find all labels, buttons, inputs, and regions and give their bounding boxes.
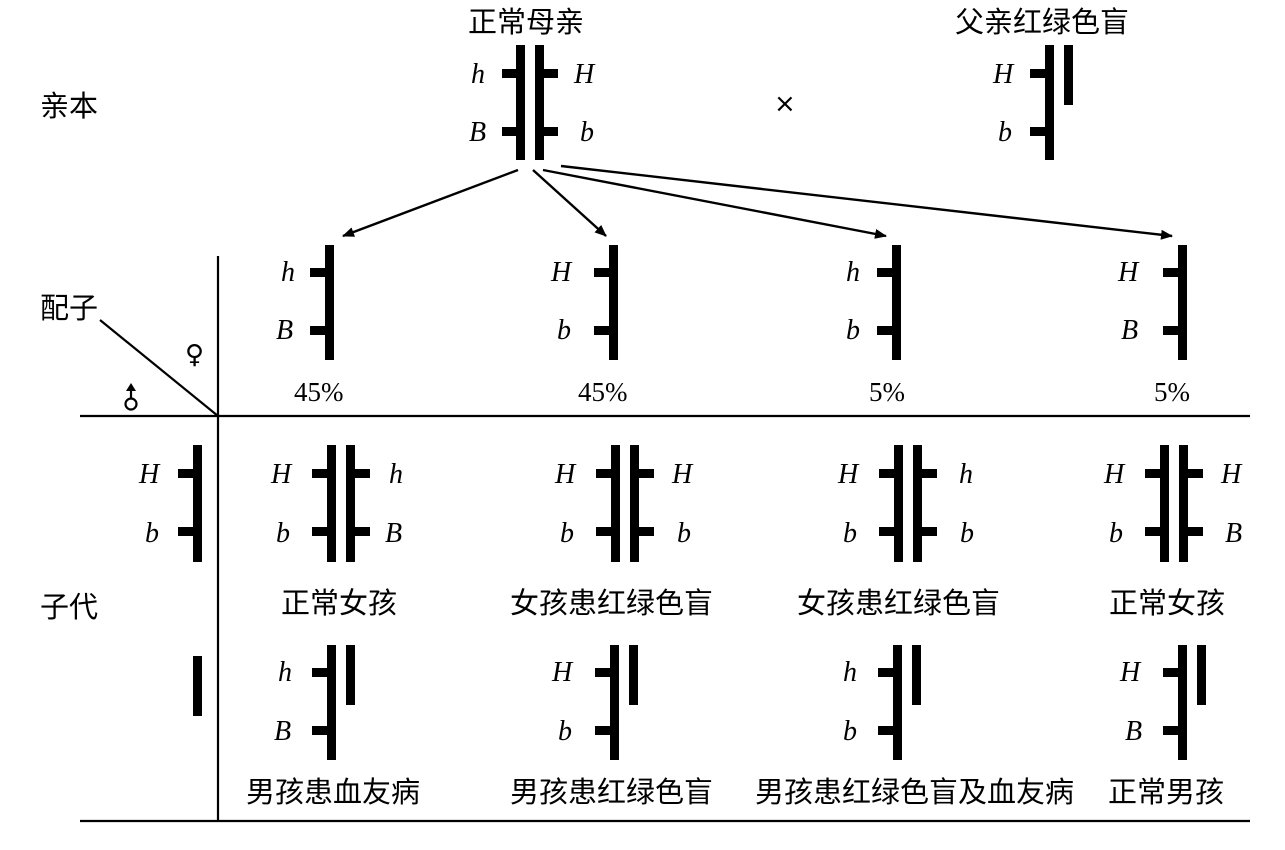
arrow-to-gamete-1	[342, 168, 519, 238]
mother-group: 正常母亲 h B H b	[468, 5, 596, 160]
father-gene-1: H	[992, 59, 1015, 90]
son-3: h b 男孩患红绿色盲及血友病	[755, 645, 1074, 809]
father-x-chromosome	[1030, 45, 1054, 160]
gamete-3-percent: 5%	[869, 377, 905, 407]
daughter-2-left-gene-2: b	[560, 518, 574, 549]
gamete-1: h B 45%	[276, 245, 344, 407]
mother-chromosome-right	[535, 45, 558, 160]
daughter-2-left-gene-1: H	[554, 459, 577, 490]
row-label-offspring: 子代	[40, 590, 98, 624]
gamete-4-gene-2: B	[1121, 315, 1138, 346]
daughter-4-left-gene-1: H	[1103, 459, 1126, 490]
daughter-3-right-gene-1: h	[959, 459, 973, 490]
gamete-2-gene-1: H	[550, 257, 573, 288]
son-4: H B 正常男孩	[1108, 645, 1224, 809]
mother-gene-left-1: h	[471, 59, 485, 90]
son-3-label: 男孩患红绿色盲及血友病	[755, 775, 1074, 809]
father-y-chromosome	[1064, 45, 1073, 105]
son-2-gene-1: H	[551, 657, 574, 688]
gamete-4: H B 5%	[1117, 245, 1190, 407]
daughter-2-right-gene-2: b	[677, 518, 691, 549]
mother-title: 正常母亲	[468, 5, 584, 39]
arrow-to-gamete-3	[542, 168, 887, 239]
son-1-gene-1: h	[278, 657, 292, 688]
gamete-3-gene-2: b	[846, 315, 860, 346]
gamete-1-gene-1: h	[281, 257, 295, 288]
gamete-1-gene-2: B	[276, 315, 293, 346]
son-2: H b 男孩患红绿色盲	[510, 645, 713, 809]
male-gamete-gene-2: b	[145, 518, 159, 549]
cross-symbol: ×	[774, 89, 796, 119]
son-2-gene-2: b	[558, 716, 572, 747]
daughter-1-right-gene-2: B	[385, 518, 402, 549]
male-gamete-y	[193, 656, 202, 716]
gamete-2-percent: 45%	[578, 377, 628, 407]
gamete-1-percent: 45%	[294, 377, 344, 407]
daughter-2-right-gene-1: H	[671, 459, 694, 490]
father-title: 父亲红绿色盲	[955, 5, 1129, 39]
male-gamete-gene-1: H	[138, 459, 161, 490]
daughter-3: H b h b 女孩患红绿色盲	[797, 445, 1000, 620]
daughter-1-left-gene-2: b	[276, 518, 290, 549]
father-gene-2: b	[998, 117, 1012, 148]
gamete-2: H b 45%	[550, 245, 628, 407]
male-gamete-x: H b	[138, 445, 202, 562]
corner-diagonal-line	[99, 319, 219, 417]
mother-gene-left-2: B	[469, 117, 486, 148]
female-symbol-icon: ♀	[185, 340, 204, 370]
daughter-4: H b H B 正常女孩	[1103, 445, 1243, 620]
daughter-3-left-gene-2: b	[843, 518, 857, 549]
son-2-label: 男孩患红绿色盲	[510, 775, 713, 809]
daughter-4-left-gene-2: b	[1109, 518, 1123, 549]
arrow-to-gamete-4	[560, 164, 1173, 240]
mother-gene-right-2: b	[580, 117, 594, 148]
father-group: 父亲红绿色盲 H b	[955, 5, 1129, 160]
daughter-1-right-gene-1: h	[389, 459, 403, 490]
gamete-4-percent: 5%	[1154, 377, 1190, 407]
gamete-4-gene-1: H	[1117, 257, 1140, 288]
gamete-3: h b 5%	[846, 245, 905, 407]
daughter-2: H b H b 女孩患红绿色盲	[510, 445, 713, 620]
son-3-gene-1: h	[843, 657, 857, 688]
son-4-label: 正常男孩	[1108, 775, 1224, 809]
daughter-1-left-gene-1: H	[270, 459, 293, 490]
daughter-3-right-gene-2: b	[960, 518, 974, 549]
arrow-to-gamete-2	[532, 169, 607, 237]
son-1-label: 男孩患血友病	[246, 775, 420, 809]
male-symbol-icon	[124, 383, 138, 411]
mother-chromosome-left	[502, 45, 525, 160]
daughter-4-right-gene-2: B	[1225, 518, 1242, 549]
son-1: h B 男孩患血友病	[246, 645, 420, 809]
son-1-gene-2: B	[274, 716, 291, 747]
row-label-gametes: 配子	[40, 291, 98, 325]
daughter-4-right-gene-1: H	[1220, 459, 1243, 490]
row-label-parents: 亲本	[40, 89, 98, 123]
son-4-gene-1: H	[1119, 657, 1142, 688]
son-3-gene-2: b	[843, 716, 857, 747]
daughter-2-label: 女孩患红绿色盲	[510, 586, 713, 620]
mother-gene-right-1: H	[573, 59, 596, 90]
gamete-3-gene-1: h	[846, 257, 860, 288]
daughter-1-label: 正常女孩	[281, 586, 397, 620]
gamete-2-gene-2: b	[557, 315, 571, 346]
daughter-1: H b h B 正常女孩	[270, 445, 403, 620]
daughter-4-label: 正常女孩	[1109, 586, 1225, 620]
daughter-3-left-gene-1: H	[837, 459, 860, 490]
daughter-3-label: 女孩患红绿色盲	[797, 586, 1000, 620]
son-4-gene-2: B	[1125, 716, 1142, 747]
